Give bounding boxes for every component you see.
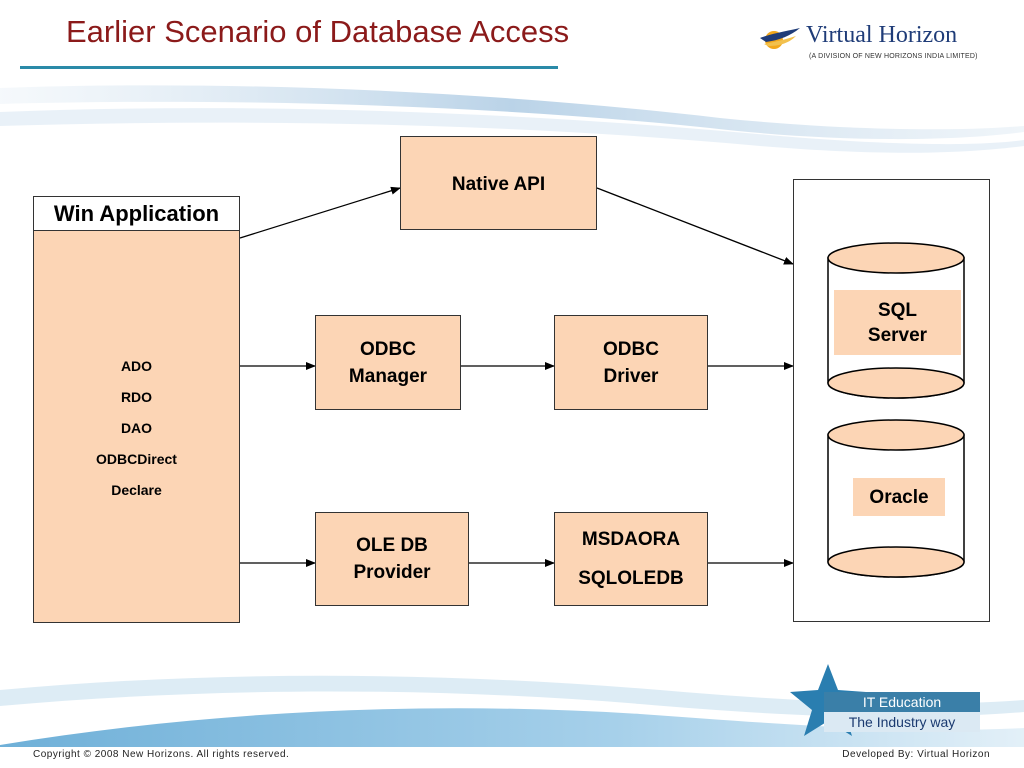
oledb-provider-line2: Provider: [353, 562, 431, 583]
odbc-manager-line2: Manager: [348, 365, 428, 387]
arrow-native-api-to-db: [596, 187, 794, 265]
native-api-box: Native API: [400, 136, 597, 230]
oracle-label: Oracle: [853, 478, 945, 516]
badge-line1: IT Education: [824, 692, 980, 712]
sql-server-line1: SQL: [877, 299, 918, 321]
native-api-label: Native API: [451, 174, 546, 195]
logo: Virtual Horizon (A DIVISION OF NEW HORIZ…: [756, 22, 996, 66]
sql-server-line2: Server: [867, 324, 928, 346]
sun-bird-icon: [760, 28, 800, 49]
msdaora-label: MSDAORA: [581, 529, 681, 550]
api-item-rdo: RDO: [120, 389, 153, 405]
win-application-header: Win Application: [33, 196, 240, 231]
oledb-provider-line1: OLE DB: [356, 535, 428, 556]
odbc-driver-line1: ODBC: [603, 338, 659, 360]
api-item-dao: DAO: [120, 420, 153, 436]
odbc-driver-line2: Driver: [603, 365, 659, 387]
odbc-manager-line1: ODBC: [360, 338, 416, 360]
win-application-box: ADO RDO DAO ODBCDirect Declare: [33, 230, 240, 623]
sqloledb-label: SQLOLEDB: [578, 568, 684, 589]
logo-subtitle: (A DIVISION OF NEW HORIZONS INDIA LIMITE…: [809, 53, 978, 60]
it-education-badge: IT Education The Industry way: [824, 690, 984, 738]
sql-server-label: SQL Server: [834, 290, 961, 355]
api-item-odbcdirect: ODBCDirect: [96, 451, 177, 467]
developed-by-text: Developed By: Virtual Horizon: [842, 749, 990, 760]
oledb-provider-box: OLE DB Provider: [315, 512, 469, 606]
odbc-manager-box: ODBC Manager: [315, 315, 461, 410]
msdaora-box: MSDAORA SQLOLEDB: [554, 512, 708, 606]
badge-line2: The Industry way: [824, 712, 980, 732]
arrow-winapp-to-native-api: [239, 186, 401, 239]
copyright-text: Copyright © 2008 New Horizons. All right…: [33, 749, 290, 760]
api-item-ado: ADO: [120, 358, 153, 374]
api-item-declare: Declare: [111, 482, 162, 498]
odbc-driver-box: ODBC Driver: [554, 315, 708, 410]
page-title: Earlier Scenario of Database Access: [66, 14, 570, 49]
api-list: ADO RDO DAO ODBCDirect Declare: [34, 351, 239, 506]
title-underline: [20, 66, 558, 69]
logo-name: Virtual Horizon: [806, 22, 958, 48]
